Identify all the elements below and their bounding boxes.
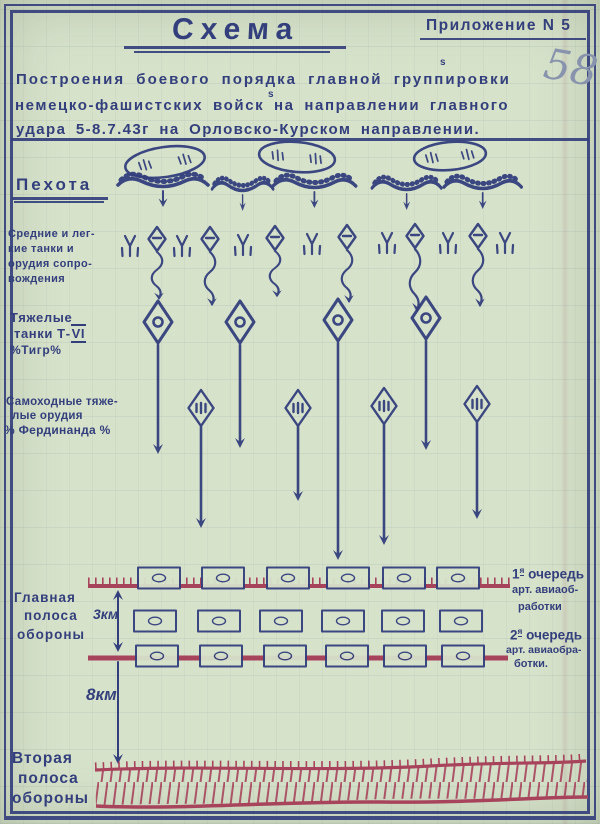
correction-mark-2: s — [268, 89, 274, 100]
wave2-ordinal-suffix: я — [517, 626, 523, 637]
heavy-tanks-label-2: танки Т-VI — [14, 324, 87, 343]
medium-tanks-label-1: Средние и лег- — [8, 228, 95, 240]
heavy-tanks-label-1: Тяжелые — [10, 310, 73, 325]
title-underline-2 — [134, 51, 330, 53]
infantry-unit-icons — [124, 140, 488, 180]
heavy-tank-icons — [142, 295, 442, 560]
annex-label: Приложение N 5 — [426, 17, 572, 34]
distance-3km-label: 3км — [93, 606, 119, 622]
spg-ferdinand-icons — [187, 384, 491, 545]
second-belt-label-1: Вторая — [12, 750, 73, 767]
correction-mark-1: s — [440, 57, 446, 68]
wave1-label-1: 1я очередь — [512, 565, 585, 582]
paper-crease — [561, 0, 569, 824]
spg-label-3: % Фердинанда % — [4, 423, 111, 437]
infantry-underline-1 — [12, 197, 108, 200]
infantry-underline-2 — [14, 201, 104, 203]
wave1-ordinal-suffix: я — [519, 565, 525, 576]
main-belt-label-3: обороны — [17, 627, 86, 642]
distance-8km-label: 8км — [86, 685, 117, 704]
medium-tanks-label-4: вождения — [8, 273, 66, 285]
wave2-ordinal: 2 — [510, 627, 518, 643]
header-divider — [11, 138, 589, 141]
second-belt-label-3: обороны — [12, 790, 90, 807]
inner-frame — [10, 10, 590, 814]
wave2-label-1: 2я очередь — [510, 626, 583, 643]
handwritten-page-number: 58 — [540, 38, 600, 97]
annex-underline — [420, 38, 586, 40]
wave1-word: очередь — [524, 566, 585, 582]
spg-label-2: лые орудия — [12, 410, 83, 422]
dug-in-tank-row-2 — [133, 609, 483, 633]
outer-frame — [4, 4, 596, 820]
wave1-label-3: работки — [518, 601, 562, 613]
wave2-label-2: арт. авиаобра- — [506, 644, 582, 656]
medium-tanks-label-3: орудия сопро- — [8, 258, 93, 270]
heavy-tanks-label-2-prefix: танки Т- — [14, 326, 71, 341]
tank-model-numeral: VI — [70, 324, 87, 343]
page-title: Схема — [171, 13, 301, 46]
infantry-label: Пехота — [16, 175, 93, 194]
main-belt-label-2: полоса — [24, 608, 78, 623]
escort-gun-icons — [120, 231, 515, 258]
medium-tanks-label-2: кие танки и — [8, 243, 75, 255]
subtitle-line-3: удара 5-8.7.43г на Орловско-Курском напр… — [16, 121, 481, 138]
wave1-ordinal: 1 — [512, 566, 520, 582]
wave2-label-3: ботки. — [514, 658, 548, 670]
wave1-label-2: арт. авиаоб- — [512, 584, 579, 596]
title-underline-1 — [124, 46, 346, 49]
distance-arrows — [113, 590, 123, 764]
spg-label-1: Самоходные тяже- — [6, 396, 118, 408]
wave2-word: очередь — [522, 627, 583, 643]
medium-tank-icons — [147, 222, 488, 314]
second-defense-belt-band — [94, 753, 589, 809]
main-belt-label-1: Главная — [14, 590, 76, 605]
infantry-line-icons — [118, 174, 521, 211]
heavy-tanks-label-3: %Тигр% — [10, 343, 62, 357]
second-belt-label-2: полоса — [18, 770, 79, 787]
subtitle-line-1: Построения боевого порядка главной групп… — [16, 71, 511, 88]
subtitle-line-2: немецко-фашистских войск на направлении … — [15, 97, 510, 114]
